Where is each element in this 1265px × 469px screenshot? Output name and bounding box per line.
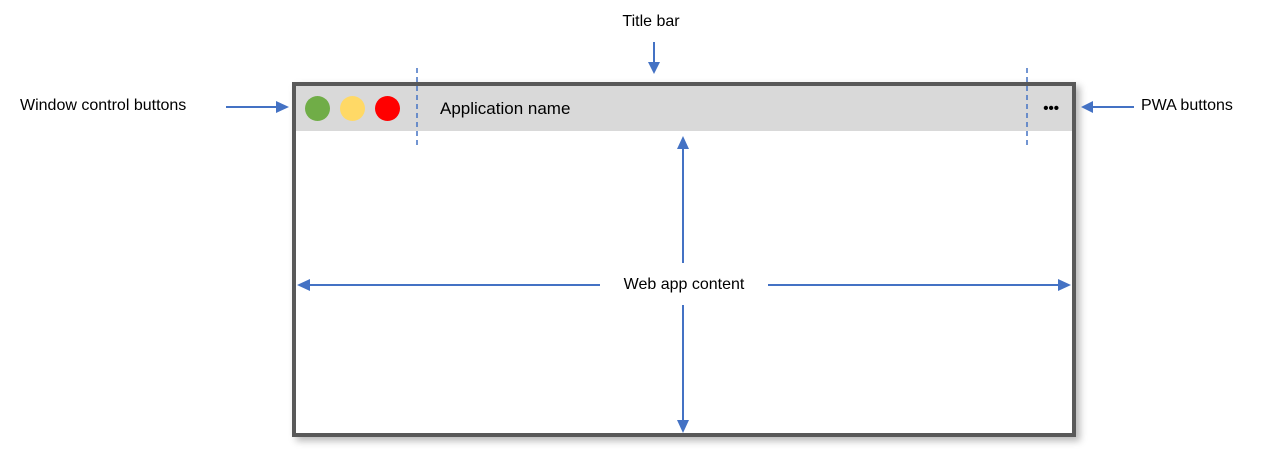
window-control-green-button-icon[interactable] <box>305 96 330 121</box>
web-app-content-area <box>296 131 1072 433</box>
window-controls-arrow <box>226 101 289 113</box>
pwa-buttons-label: PWA buttons <box>1141 97 1233 114</box>
app-window-mockup: Application name ••• <box>292 82 1076 437</box>
pwa-buttons-arrow <box>1081 101 1134 113</box>
window-control-buttons-label: Window control buttons <box>20 97 187 114</box>
title-bar-arrow <box>648 42 660 74</box>
application-name: Application name <box>440 98 571 118</box>
title-bar[interactable]: Application name ••• <box>296 86 1072 131</box>
window-control-red-button-icon[interactable] <box>375 96 400 121</box>
window-control-yellow-button-icon[interactable] <box>340 96 365 121</box>
title-bar-label: Title bar <box>622 13 680 30</box>
pwa-menu-ellipsis-icon[interactable]: ••• <box>1043 100 1059 117</box>
web-app-content-label: Web app content <box>623 276 745 293</box>
